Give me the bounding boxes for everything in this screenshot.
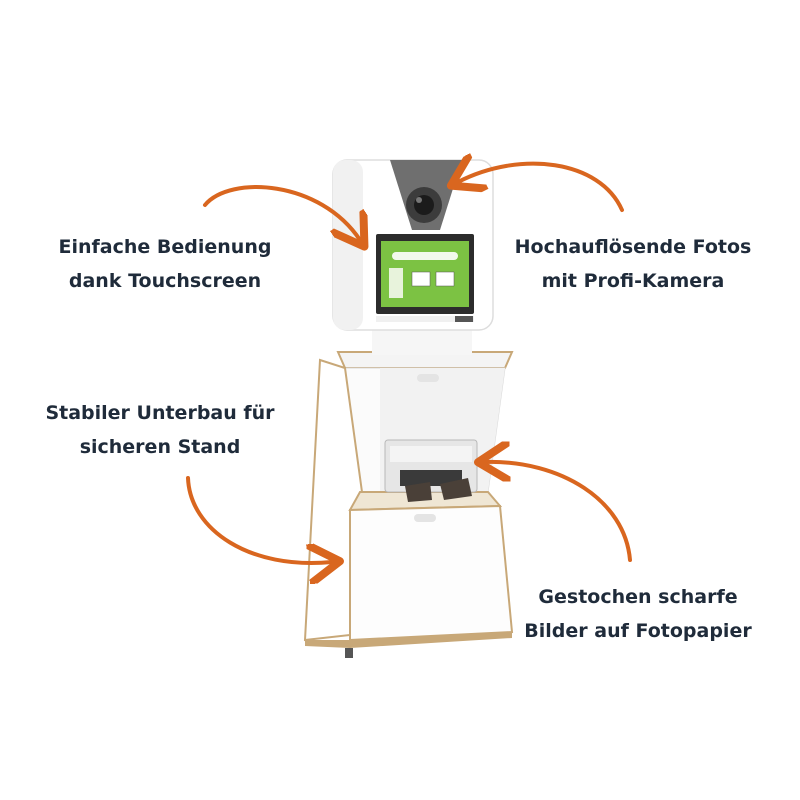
label-touchscreen-line2: dank Touchscreen	[68, 270, 262, 292]
label-touchscreen-line1: Einfache Bedienung	[58, 236, 272, 258]
pedestal-base	[303, 351, 514, 658]
label-camera-line1: Hochauflösende Fotos	[514, 236, 752, 258]
label-camera-line2: mit Profi-Kamera	[541, 270, 725, 292]
photo-printer	[384, 439, 478, 502]
label-base-line1: Stabiler Unterbau für	[45, 402, 275, 424]
arrow-to-base	[186, 476, 332, 563]
arrow-to-printer	[486, 462, 632, 562]
label-printer-line2: Bilder auf Fotopapier	[524, 620, 752, 642]
label-camera: Hochauflösende Fotos mit Profi-Kamera	[508, 230, 758, 298]
arrow-to-touchscreen	[203, 185, 360, 240]
label-base: Stabiler Unterbau für sicheren Stand	[30, 396, 290, 464]
label-touchscreen: Einfache Bedienung dank Touchscreen	[45, 230, 285, 298]
label-printer-line1: Gestochen scharfe	[538, 586, 738, 608]
label-printer: Gestochen scharfe Bilder auf Fotopapier	[508, 580, 768, 648]
label-base-line2: sicheren Stand	[79, 436, 241, 458]
booth-head	[332, 159, 494, 331]
arrow-to-camera	[458, 164, 624, 212]
